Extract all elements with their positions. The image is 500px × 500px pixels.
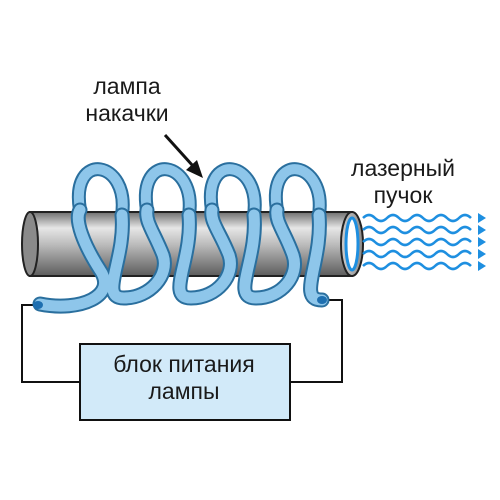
wave-icon — [362, 213, 472, 223]
left-wire — [21, 304, 80, 383]
power-supply-label-line1: блок питания — [113, 351, 255, 377]
arrow-icon — [163, 133, 203, 178]
laser-beam — [362, 213, 486, 271]
wave-icon — [362, 249, 472, 259]
pump-lamp-coil — [32, 202, 330, 314]
laser-beam-label-line2: пучок — [373, 182, 433, 208]
power-supply-box — [79, 343, 291, 421]
right-wire — [290, 299, 343, 383]
laser-beam-label-line1: лазерный — [351, 155, 455, 181]
power-supply-label: блок питания лампы — [78, 351, 290, 405]
wave-icon — [362, 225, 472, 235]
pump-lamp-label-line2: накачки — [85, 100, 169, 126]
power-supply-label-line2: лампы — [148, 378, 220, 404]
wave-icon — [362, 237, 472, 247]
laser-beam-label: лазерный пучок — [338, 155, 468, 209]
pump-lamp-label: лампа накачки — [62, 73, 192, 127]
coil-back — [71, 162, 327, 222]
wave-icon — [362, 261, 472, 271]
pump-lamp-label-line1: лампа — [93, 73, 161, 99]
supply-wires — [21, 299, 343, 383]
